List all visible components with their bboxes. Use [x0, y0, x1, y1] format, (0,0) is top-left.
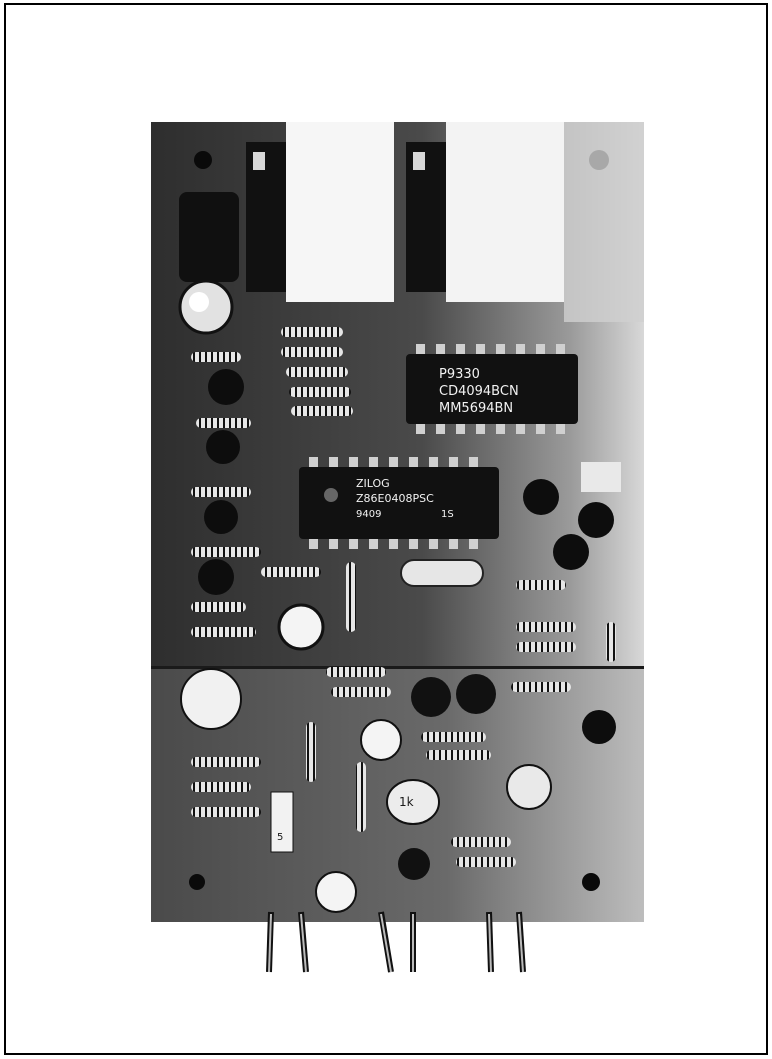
wire-leads-highlight [268, 913, 524, 973]
transistor [578, 502, 614, 538]
transistor [582, 710, 616, 744]
circuit-board-photo: P9330 CD4094BCN MM5694BN [151, 122, 644, 978]
transistor [206, 430, 240, 464]
chip-lower-line-3: 9409 [356, 509, 381, 520]
transistor [523, 479, 559, 515]
transistor [553, 534, 589, 570]
transistor [398, 848, 430, 880]
transistor [208, 369, 244, 405]
capacitor-label: 5 [277, 832, 283, 843]
ic-chip-lower: ZILOG Z86E0408PSC 9409 1S [299, 457, 499, 549]
figure-frame: P9330 CD4094BCN MM5694BN [4, 3, 768, 1055]
trimmer [506, 764, 552, 810]
capacitor [360, 719, 402, 761]
transistor [204, 500, 238, 534]
mounting-hole [582, 873, 600, 891]
relay-left [286, 122, 394, 302]
capacitor [277, 603, 325, 651]
chip-lower-line-1: ZILOG [356, 477, 390, 490]
mounting-hole [189, 874, 205, 890]
capacitor [315, 871, 357, 913]
chip-upper-line-1: P9330 [439, 367, 480, 382]
ic-chip-upper: P9330 CD4094BCN MM5694BN [406, 344, 578, 434]
mounting-hole [194, 151, 212, 169]
capacitor-large [180, 668, 242, 730]
relay-right [446, 122, 564, 302]
crystal [400, 559, 484, 587]
film-capacitor: 5 [270, 791, 294, 853]
chip-upper-line-2: CD4094BCN [439, 384, 519, 399]
resistor-bank-upper [191, 327, 356, 637]
trimmer-label: 1k [399, 795, 414, 809]
trimmer-potentiometer: 1k [386, 779, 440, 825]
chip-lower-line-4: 1S [441, 509, 454, 520]
chip-lower-line-2: Z86E0408PSC [356, 492, 434, 505]
transistor [198, 559, 234, 595]
transistor [411, 677, 451, 717]
transistor [456, 674, 496, 714]
resistor-bank-right [191, 580, 616, 867]
chip-upper-line-3: MM5694BN [439, 401, 513, 416]
circuit-board-illustration: P9330 CD4094BCN MM5694BN [151, 122, 644, 978]
